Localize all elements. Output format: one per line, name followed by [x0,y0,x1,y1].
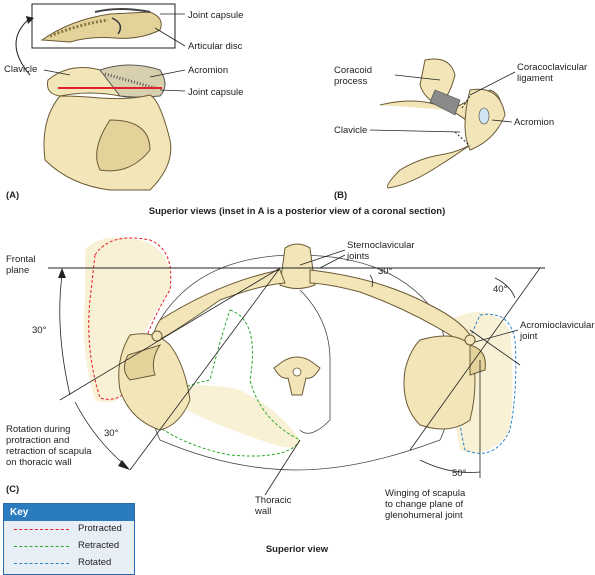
key-line-protracted [14,529,69,530]
right-line-2 [469,329,521,366]
label-thoracic-1: Thoracic [255,495,292,506]
inset-trabecula [49,18,109,38]
label-acromion-a: Acromion [188,65,228,76]
label-rotation-1: Rotation during [6,424,70,435]
panel-c-label: (C) [6,484,19,495]
angle-left-lower: 30° [104,428,119,439]
inset-arrow [15,17,31,76]
key-title: Key [4,504,134,521]
caption-ab: Superior views (inset in A is a posterio… [149,206,446,217]
arrowhead-1 [58,268,66,278]
label-frontal-2: plane [6,265,29,276]
label-thoracic-2: wall [254,506,271,517]
key-line-rotated [14,563,69,564]
thoracic-inner-line [299,289,331,434]
panel-a: Joint capsule Articular disc Clavicle Ac… [4,3,243,201]
glenoid-right [469,344,486,376]
label-coracoclavicular-1: Coracoclavicular [517,62,587,73]
ac-joint-b [478,107,490,125]
label-clavicle-b: Clavicle [334,125,367,136]
label-frontal-1: Frontal [6,254,36,265]
label-coracoid-1: Coracoid [334,65,372,76]
panel-a-label: (A) [6,190,19,201]
angle-bottom: 50° [452,468,467,479]
label-acromioclavicular-2: joint [519,331,538,342]
label-sternoclavicular-1: Sternoclavicular [347,240,415,251]
key-label-rotated: Rotated [78,557,112,568]
key-row-retracted: Retracted [4,538,134,555]
right-arc-40 [494,277,516,299]
acromion-left-c [151,330,163,342]
key-label-retracted: Retracted [78,540,120,551]
label-acromion-b: Acromion [514,117,554,128]
panel-b-label: (B) [334,190,347,201]
ghost-scapula-left-protracted [83,237,171,403]
right-line-1 [409,267,541,451]
label-winging-1: Winging of scapula [385,488,466,499]
motion-arrows-b [454,95,471,147]
key-line-retracted [14,546,69,547]
left-rotation-line-1 [59,267,281,401]
label-clavicle-a: Clavicle [4,64,37,75]
panel-c: Frontal plane Sternoclavicular joints Ac… [6,237,594,555]
coracoid-b [419,58,456,106]
clavicle-right [309,269,471,342]
scapula-right [403,335,476,430]
coracoclavicular-ligament [429,89,461,116]
label-winging-2: to change plane of [385,499,464,510]
key-row-protracted: Protracted [4,521,134,538]
clavicle-left [154,269,286,341]
key-label-protracted: Protracted [78,523,122,534]
angle-right-upper: 40° [493,284,508,295]
inset-capsule [94,8,151,13]
label-joint-capsule-bottom: Joint capsule [188,87,243,98]
angle-clavicle: 30° [378,266,393,277]
left-arc-lower [74,401,126,466]
label-coracoclavicular-2: ligament [517,73,553,84]
label-acromioclavicular-1: Acromioclavicular [520,320,594,331]
panel-b: Coracoid process Coracoclavicular ligame… [334,58,587,201]
label-sternoclavicular-2: joints [346,251,369,262]
manubrium [279,243,316,289]
label-rotation-3: retraction of scapula [6,446,92,457]
label-winging-3: glenohumeral joint [385,510,463,521]
label-joint-capsule-top: Joint capsule [188,10,243,21]
humeral-head-a [96,119,151,172]
caption-c: Superior view [266,544,329,555]
legend-key: Key Protracted Retracted Rotated [3,503,135,575]
left-arc-upper [59,274,71,396]
label-rotation-2: protraction and [6,435,69,446]
inset-section [40,11,162,43]
inset-arrowhead [26,16,34,24]
bottom-arc-50 [419,459,481,473]
acromion-right-c [464,334,476,346]
label-articular-disc: Articular disc [188,41,243,52]
vertebral-foramen [292,367,302,377]
label-coracoid-2: process [334,76,368,87]
key-row-rotated: Rotated [4,555,134,572]
label-rotation-4: on thoracic wall [6,457,71,468]
inset-articular-disc [111,17,122,35]
left-rotation-line-2 [129,267,281,471]
clavicle-arc-30 [369,274,374,288]
outline-protracted-left [88,237,172,400]
angle-left-upper: 30° [32,325,47,336]
arrowhead-2 [118,460,130,470]
